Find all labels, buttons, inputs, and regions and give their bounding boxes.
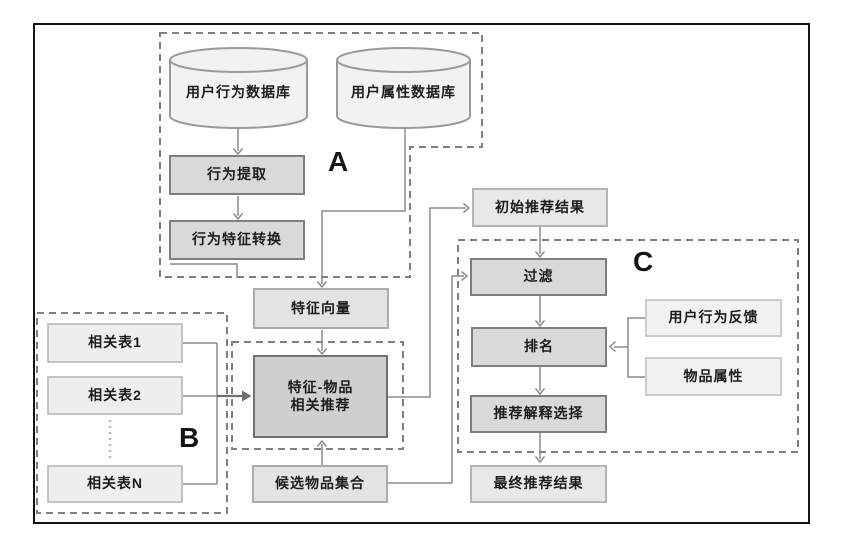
node-user-behavior-feedback: 用户行为反馈	[645, 299, 782, 337]
user-attribute-db: 用户属性数据库	[351, 84, 456, 100]
user-attribute-db-cylinder	[336, 47, 471, 129]
section-c-outline	[457, 239, 799, 453]
node-initial-rec-result: 初始推荐结果	[472, 188, 608, 227]
node-final-rec-result: 最终推荐结果	[470, 465, 607, 503]
center-group-outline	[231, 341, 404, 450]
conn-convert-down	[170, 263, 238, 278]
arrow-into-final	[534, 456, 546, 464]
node-candidate-item-set: 候选物品集合	[252, 465, 388, 503]
conn-candidates-to-filter	[388, 275, 464, 484]
section-a-label: A	[328, 146, 349, 177]
feature-item-line2: 相关推荐	[290, 396, 351, 413]
node-filter: 过滤	[470, 258, 607, 296]
node-rec-explanation-select: 推荐解释选择	[470, 395, 607, 433]
arrow-into-featureitem-top	[316, 348, 328, 356]
conn-tables-bus	[183, 342, 218, 485]
conn-attributedb-to-featurevector	[321, 128, 406, 284]
node-related-table-n: 相关表N	[47, 465, 183, 503]
arrow-into-filter-top	[534, 251, 546, 259]
arrow-into-ranking-right	[608, 340, 617, 353]
node-behavior-extract: 行为提取	[169, 155, 305, 195]
arrow-into-initial	[463, 202, 471, 214]
section-c-label: C	[633, 246, 654, 277]
node-feature-item-recommendation: 特征-物品 相关推荐	[253, 355, 388, 438]
feature-item-line1: 特征-物品	[287, 379, 354, 395]
node-behavior-feature-convert: 行为特征转换	[169, 220, 305, 260]
section-a-outline	[159, 32, 483, 278]
node-item-attribute: 物品属性	[645, 357, 782, 396]
arrow-into-convert	[232, 213, 244, 221]
arrow-into-featurevector	[316, 281, 328, 289]
conn-featureitem-to-initial	[388, 207, 466, 398]
arrow-into-extract	[232, 148, 244, 156]
node-related-table-1: 相关表1	[47, 323, 183, 363]
node-ranking: 排名	[471, 327, 607, 367]
arrow-into-filter-left	[461, 270, 469, 282]
arrow-into-explanation	[534, 388, 546, 396]
section-b-outline	[36, 312, 228, 514]
user-behavior-db: 用户行为数据库	[186, 84, 291, 100]
arrow-tables-into-featureitem	[217, 390, 252, 402]
arrow-into-ranking-top	[534, 320, 546, 328]
conn-feedback-bracket	[614, 317, 645, 378]
section-b-label: B	[179, 422, 200, 453]
node-related-table-2: 相关表2	[47, 376, 183, 415]
node-feature-vector: 特征向量	[253, 288, 389, 329]
user-behavior-db-cylinder	[169, 47, 308, 129]
arrow-into-featureitem-bottom	[316, 439, 328, 447]
